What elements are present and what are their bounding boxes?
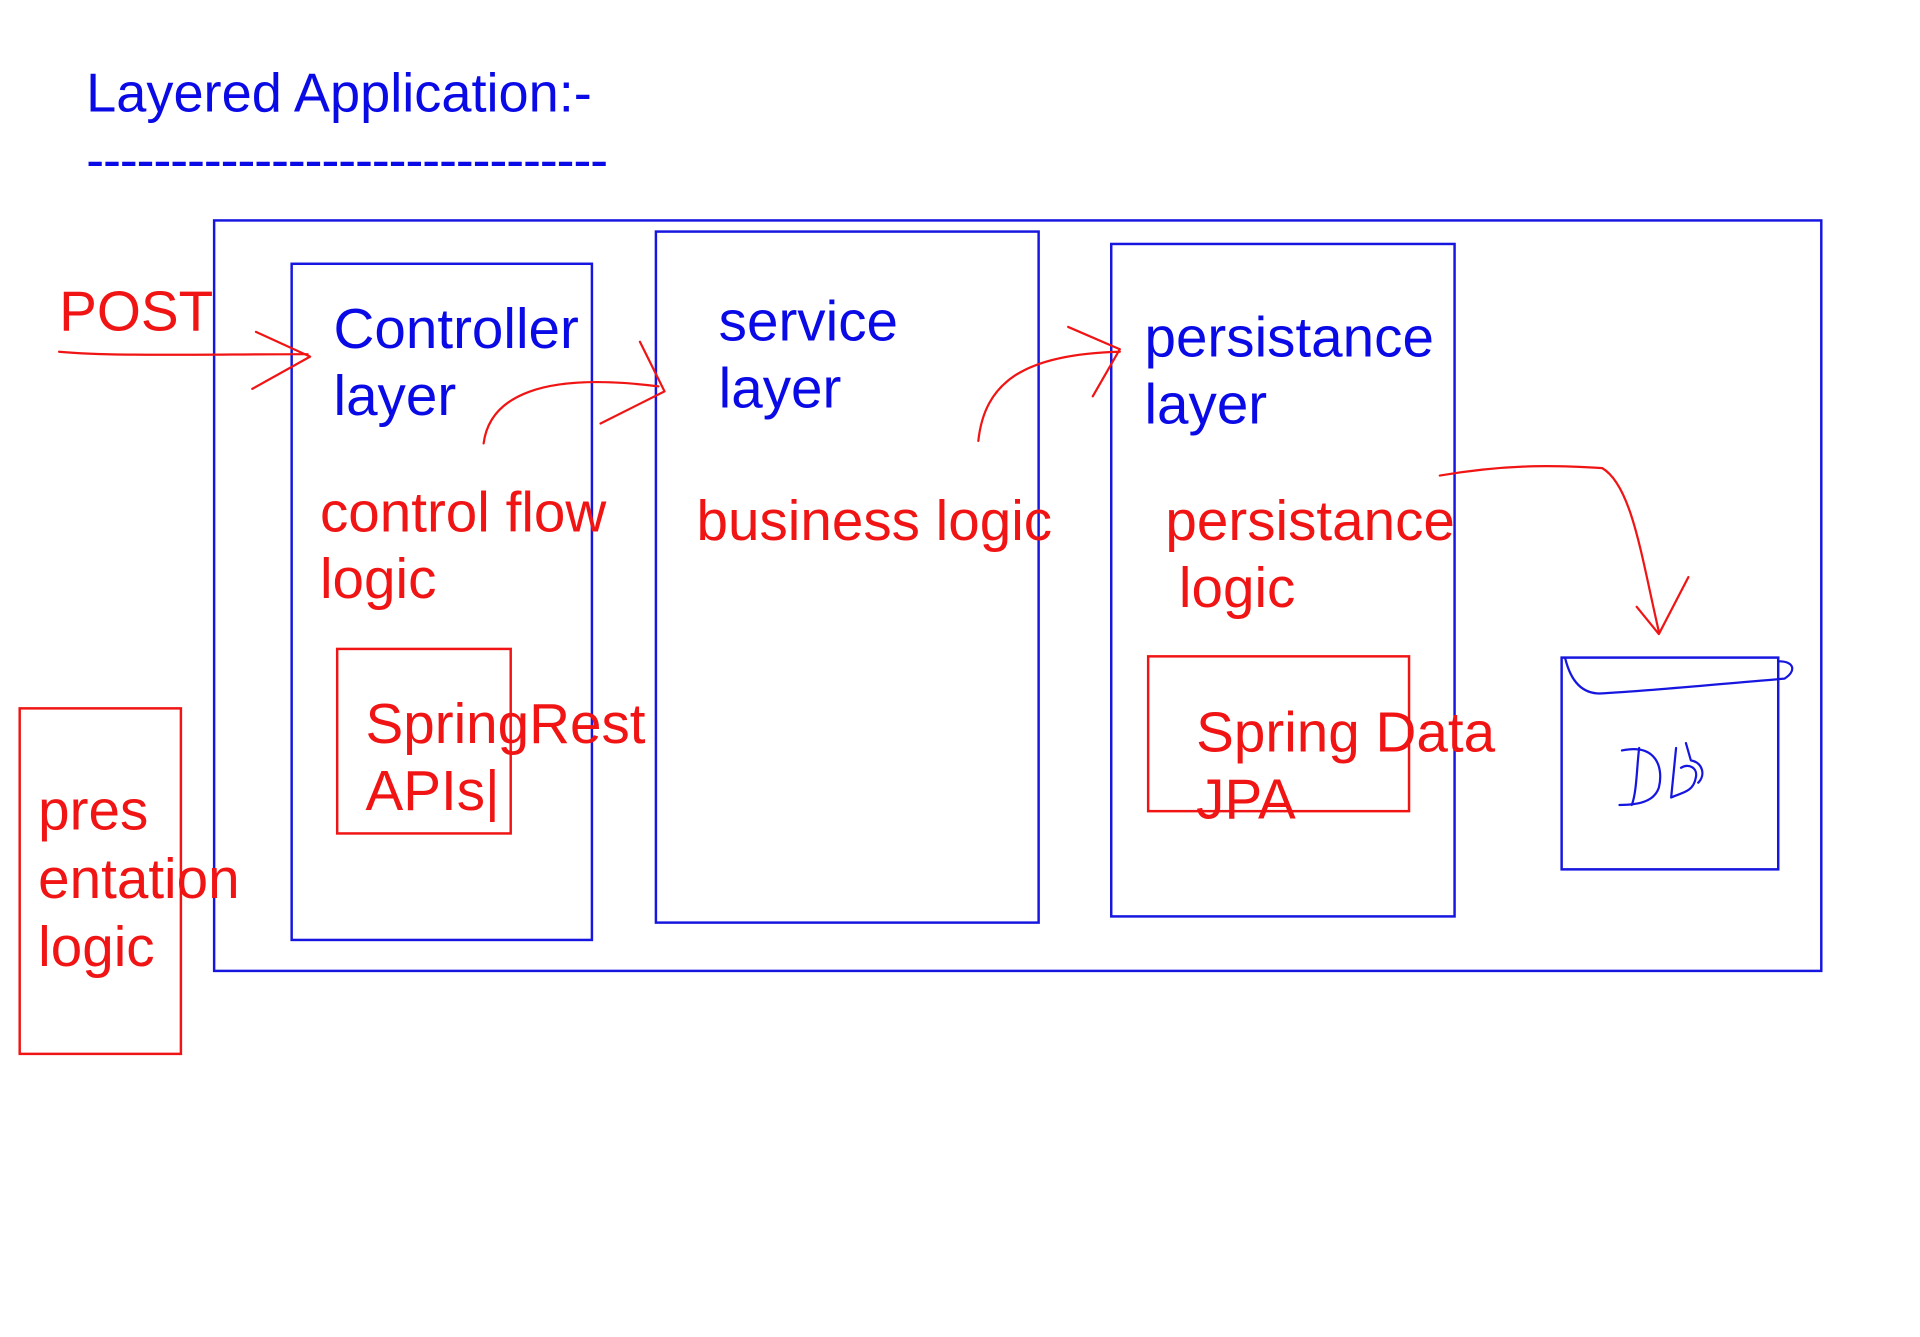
service-to-persistence-arrow (977, 350, 1121, 442)
post-arrowhead (251, 330, 312, 390)
presentation-logic-label: pres (38, 777, 149, 843)
control-flow-logic-label: control flow (319, 479, 607, 544)
db-scribble-b (1670, 741, 1704, 799)
spring-data-jpa-label-line2: JPA (1196, 766, 1296, 831)
spring-rest-label: SpringRest (365, 691, 646, 756)
persistence-to-db-arrow (1438, 464, 1660, 633)
service-to-persistence-arrowhead (1067, 325, 1121, 398)
controller-layer-name: Controller (333, 295, 579, 361)
persistence-layer-name: persistance (1144, 304, 1434, 370)
control-flow-logic-label-line2: logic (319, 546, 437, 611)
presentation-logic-label-line2: entation (38, 845, 240, 911)
presentation-logic-box (18, 707, 183, 1056)
post-arrow (57, 350, 309, 356)
persistence-layer-box (1110, 242, 1456, 918)
post-request-label: POST (59, 278, 214, 344)
service-layer-box (654, 230, 1040, 924)
persistence-logic-label-line2: logic (1178, 554, 1296, 620)
persistence-layer-name-line2: layer (1144, 371, 1268, 436)
spring-rest-label-line2: APIs| (365, 757, 500, 823)
arrow-overlay (57, 325, 1794, 807)
persistence-logic-label: persistance (1165, 487, 1455, 553)
spring-rest-box (335, 647, 512, 835)
controller-layer-name-line2: layer (333, 362, 457, 428)
db-scribble-d (1618, 746, 1662, 807)
db-cylinder-top (1564, 657, 1794, 695)
diagram-title: Layered Application:- (86, 63, 592, 124)
presentation-logic-label-line3: logic (38, 913, 155, 979)
database-box (1560, 656, 1780, 871)
service-layer-name: service (718, 288, 898, 353)
title-underline: ------------------------------- (86, 130, 608, 191)
application-boundary (212, 219, 1823, 973)
controller-to-service-arrowhead (599, 340, 666, 425)
spring-data-jpa-box (1146, 655, 1411, 813)
controller-to-service-arrow (482, 380, 660, 445)
service-layer-name-line2: layer (718, 355, 842, 420)
controller-layer-box (290, 262, 594, 942)
persistence-to-db-arrowhead (1635, 575, 1690, 636)
spring-data-jpa-label: Spring Data (1196, 699, 1496, 765)
business-logic-label: business logic (696, 487, 1053, 553)
